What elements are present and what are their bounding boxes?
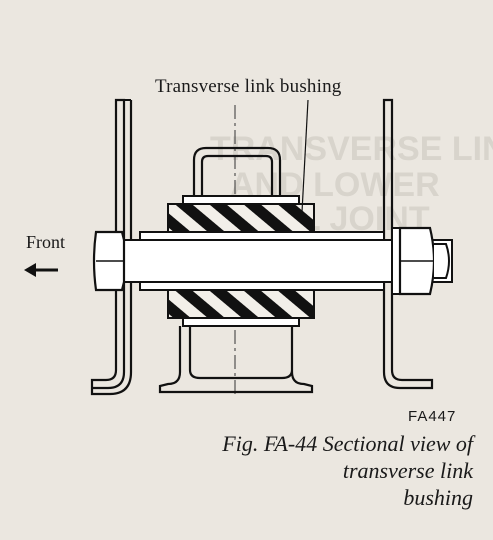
- washer: [391, 227, 401, 295]
- outer-sleeve-top: [182, 195, 300, 205]
- bolt-tip: [434, 243, 450, 279]
- direction-label: Front: [26, 232, 66, 252]
- left-bracket: [90, 98, 133, 396]
- inner-sleeve-bottom: [139, 281, 385, 291]
- rubber-bushing-top: [167, 203, 315, 233]
- right-bracket: [382, 98, 434, 390]
- caption-line: bushing: [403, 485, 473, 510]
- rubber-bushing-bottom: [167, 289, 315, 319]
- outer-sleeve-bottom: [182, 317, 300, 327]
- caption-line: Fig. FA-44 Sectional view of: [222, 431, 473, 456]
- upper-strap: [192, 146, 282, 196]
- caption-line: transverse link: [342, 458, 473, 483]
- lower-link: [158, 326, 314, 394]
- figure-caption: Fig. FA-44 Sectional view of transverse …: [93, 430, 473, 511]
- callout-label: Transverse link bushing: [155, 76, 342, 97]
- figure-code: FA447: [408, 408, 457, 425]
- callout-leader: [301, 99, 309, 213]
- front-arrow-icon: [24, 263, 58, 277]
- inner-sleeve-top: [139, 231, 385, 241]
